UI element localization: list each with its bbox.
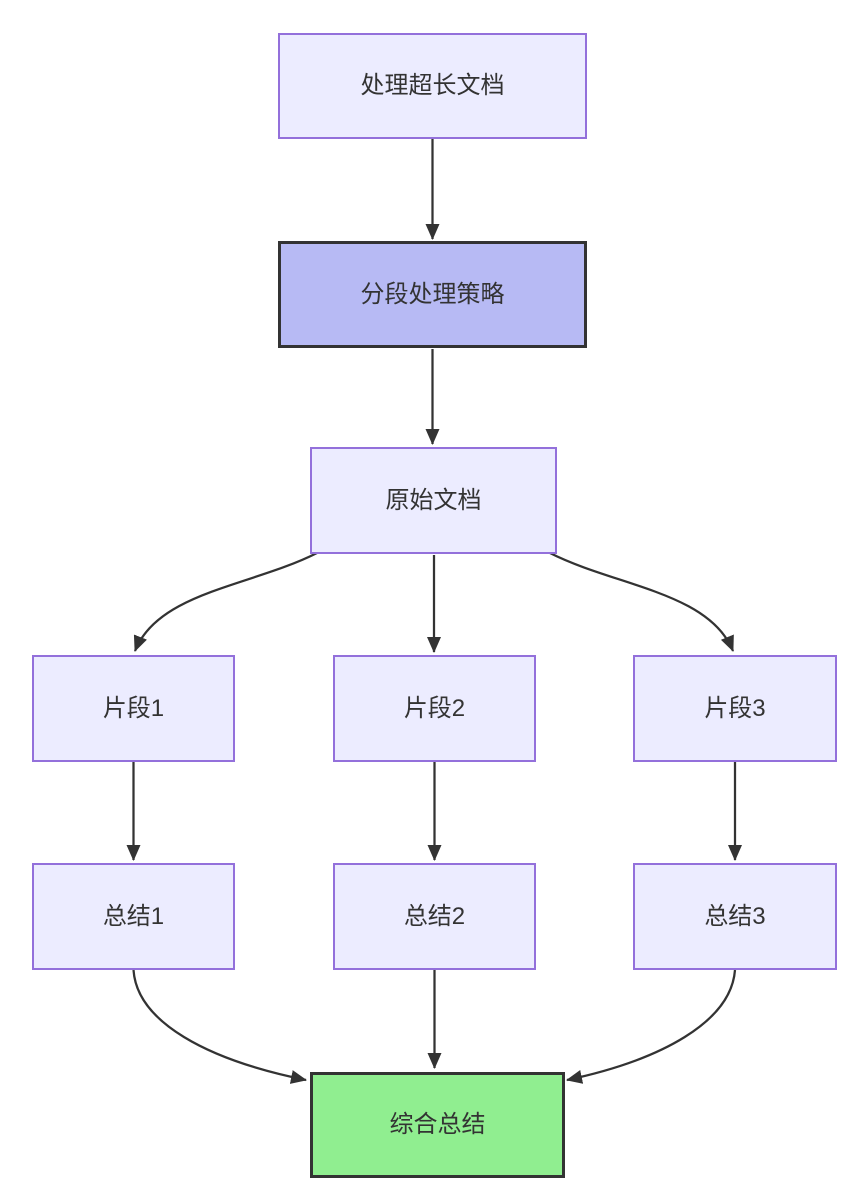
node-label: 片段1 xyxy=(102,694,165,722)
node-label: 分段处理策略 xyxy=(360,280,505,308)
edge-summary-3-to-final xyxy=(566,969,737,1084)
edge-original-to-fragment-1 xyxy=(133,551,318,652)
node-summary-1: 总结1 xyxy=(32,863,235,970)
node-process-long-document: 处理超长文档 xyxy=(278,33,587,139)
node-label: 总结2 xyxy=(403,902,466,930)
node-label: 片段2 xyxy=(403,694,466,722)
node-summary-2: 总结2 xyxy=(333,863,536,970)
node-label: 总结3 xyxy=(704,902,766,930)
edge-original-to-fragment-3 xyxy=(549,551,735,652)
node-label: 综合总结 xyxy=(389,1111,486,1139)
node-label: 片段3 xyxy=(704,694,766,722)
node-final-summary: 综合总结 xyxy=(310,1072,565,1178)
node-label: 总结1 xyxy=(102,902,165,930)
edge-summary-1-to-final xyxy=(132,969,307,1084)
node-segmentation-strategy: 分段处理策略 xyxy=(278,241,587,348)
node-label: 原始文档 xyxy=(385,486,482,514)
node-label: 处理超长文档 xyxy=(360,72,505,100)
node-fragment-2: 片段2 xyxy=(333,655,536,762)
node-original-document: 原始文档 xyxy=(310,447,557,554)
node-fragment-3: 片段3 xyxy=(633,655,837,762)
node-fragment-1: 片段1 xyxy=(32,655,235,762)
node-summary-3: 总结3 xyxy=(633,863,837,970)
